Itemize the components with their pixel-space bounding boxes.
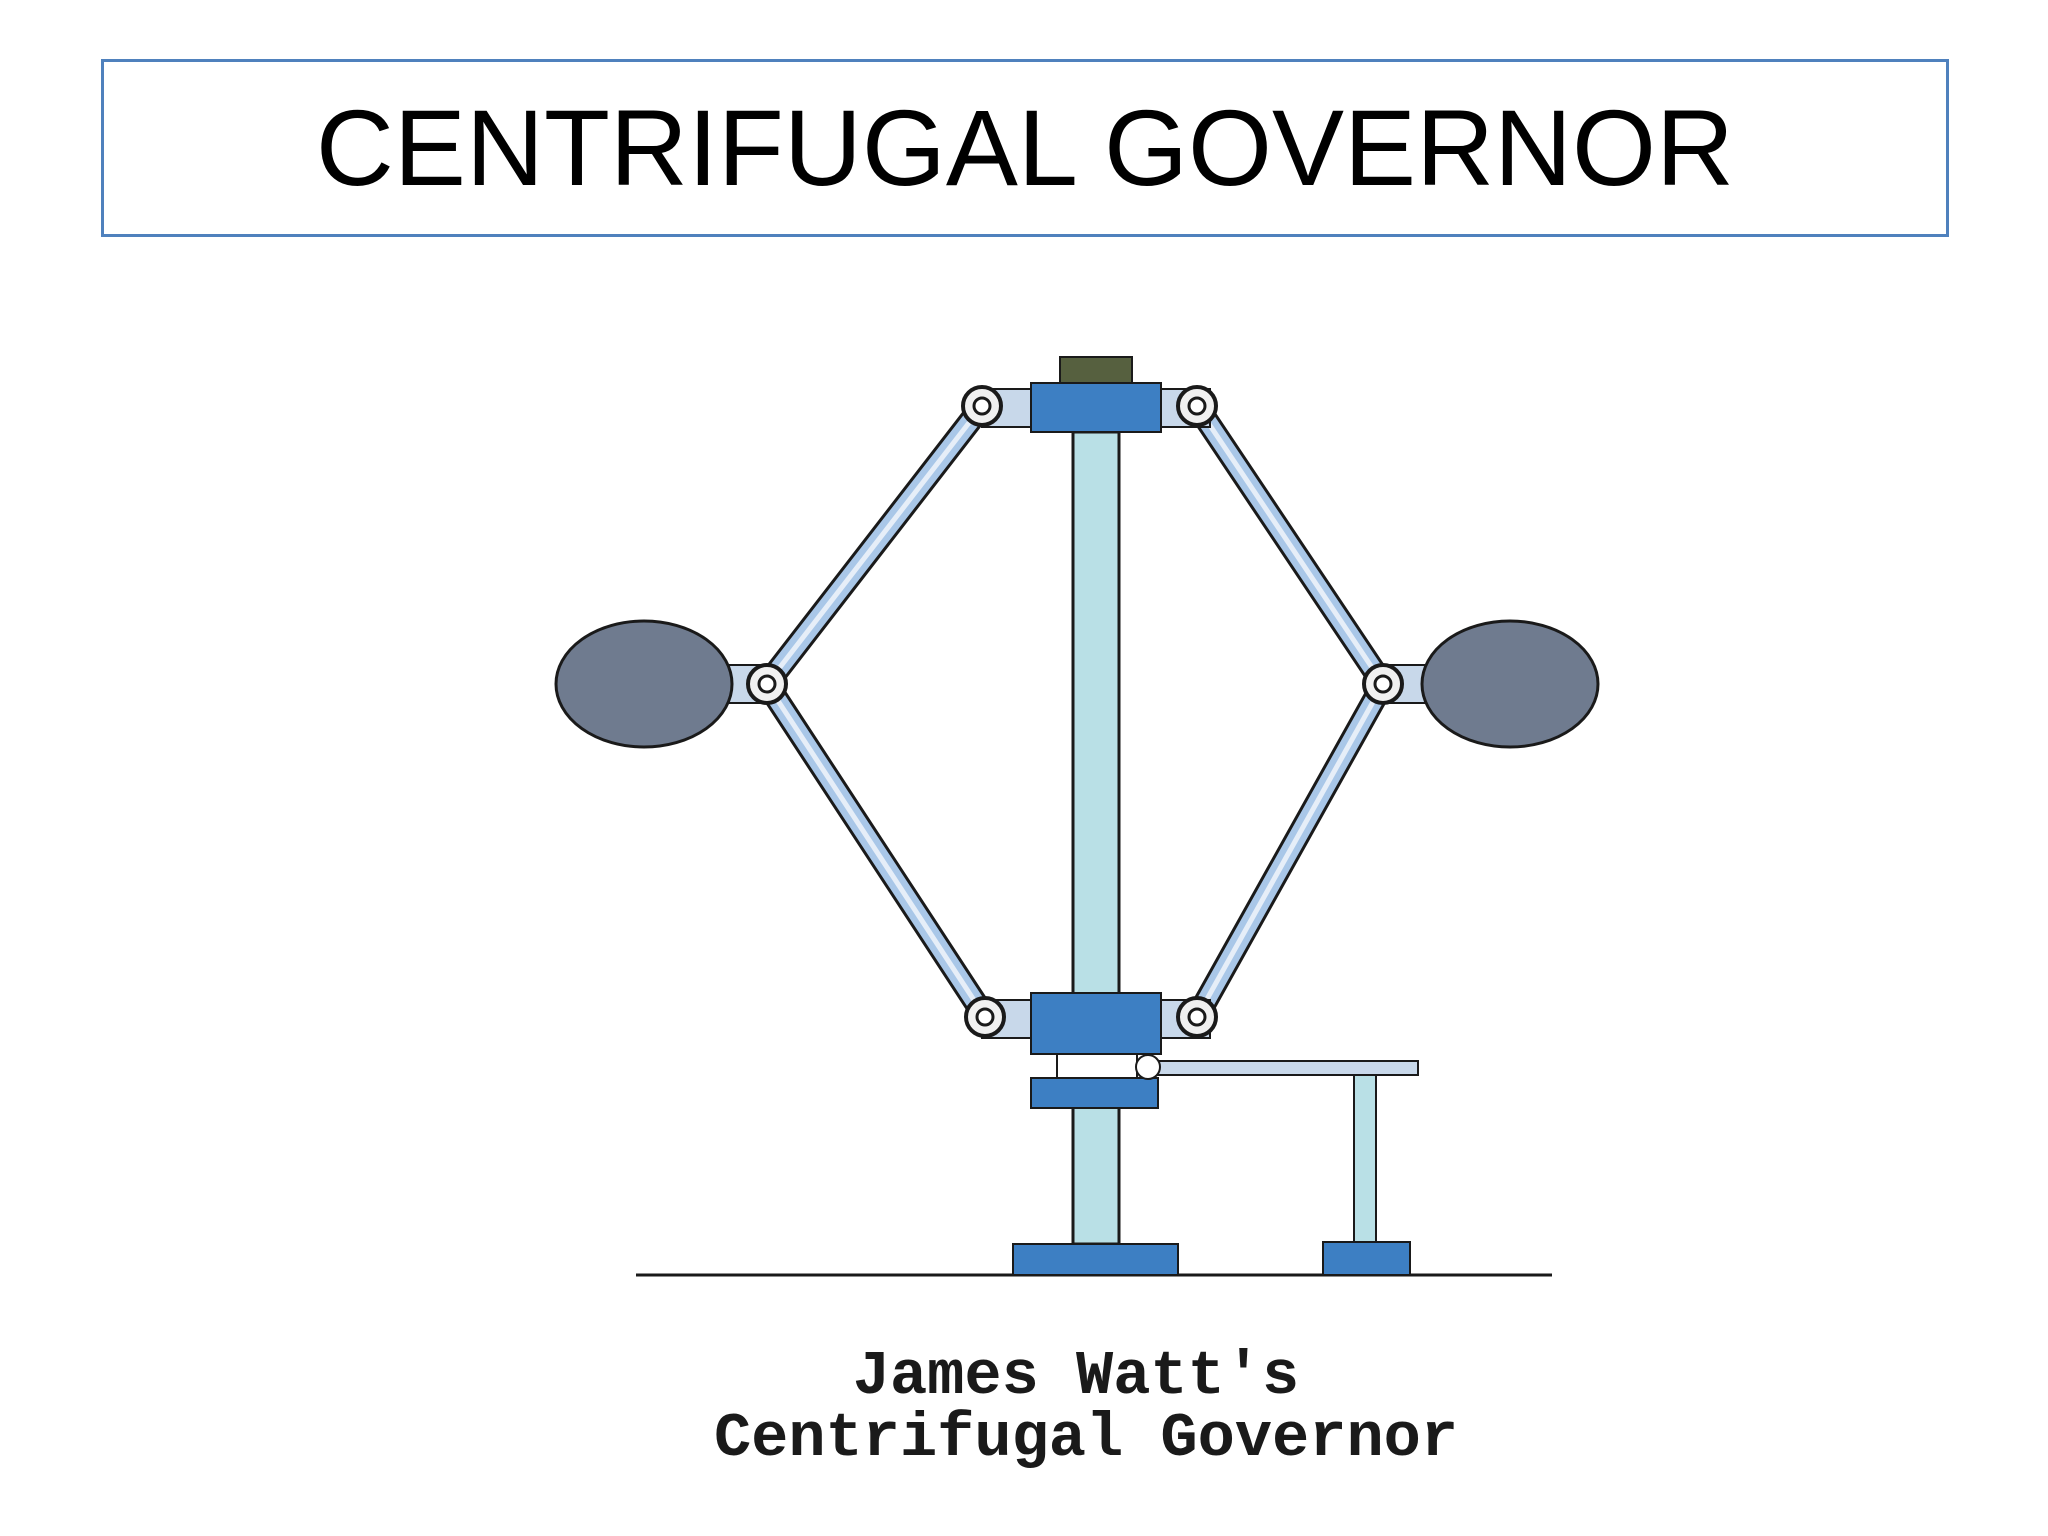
upper-collar: [1030, 382, 1162, 433]
joint-bolts: [746, 385, 1404, 1038]
joint-lower-left: [964, 996, 1006, 1038]
title-box: CENTRIFUGAL GOVERNOR: [101, 59, 1949, 237]
lever-post: [1353, 1071, 1377, 1245]
joint-mid-left: [746, 663, 788, 705]
joint-upper-left: [961, 385, 1003, 427]
joint-upper-right: [1176, 385, 1218, 427]
central-shaft: [1071, 430, 1121, 1246]
diagram-caption: James Watt's Centrifugal Governor: [714, 1341, 1458, 1474]
base-block: [1012, 1243, 1179, 1276]
caption-line-1: James Watt's: [853, 1341, 1299, 1412]
slide-title: CENTRIFUGAL GOVERNOR: [315, 87, 1735, 208]
lever-pin: [1135, 1054, 1161, 1080]
lower-flange: [1030, 1077, 1159, 1109]
sleeve-gap: [1056, 1053, 1138, 1079]
sliding-sleeve: [1030, 992, 1162, 1055]
top-cap: [1059, 356, 1133, 385]
left-flyball: [554, 619, 734, 749]
joint-mid-right: [1362, 663, 1404, 705]
caption-line-2: Centrifugal Governor: [714, 1403, 1458, 1474]
throttle-lever: [1149, 1060, 1419, 1076]
arms: [755, 394, 1395, 1029]
lever-foot: [1322, 1241, 1411, 1276]
joint-lower-right: [1176, 996, 1218, 1038]
right-flyball: [1420, 619, 1600, 749]
